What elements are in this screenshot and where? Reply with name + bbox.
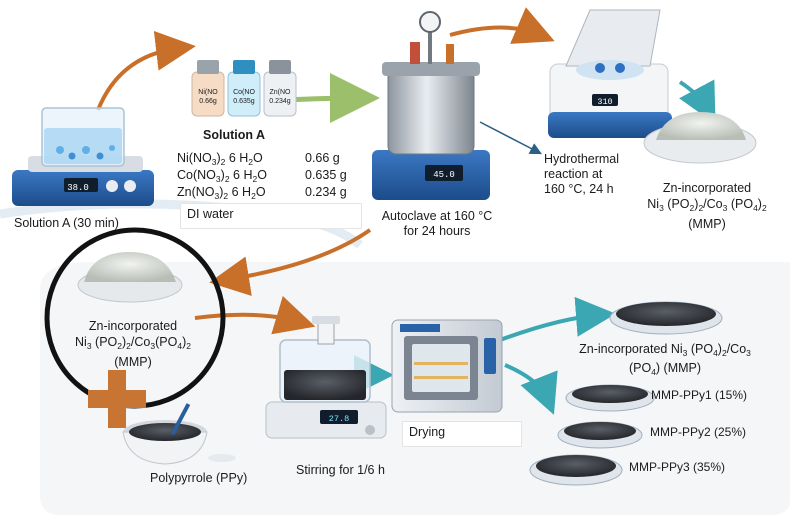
autoclave-icon — [372, 11, 490, 200]
bottom-stirrer-display-text: 27.8 — [329, 414, 349, 424]
petri-dish-icon — [565, 384, 655, 412]
top-product-label: Zn-incorporated Ni3 (PO2)2/Co3 (PO4)2 (M… — [647, 181, 767, 231]
reagent-co-mass: 0.635 g — [305, 168, 347, 182]
ppy2-label: MMP-PPy2 (25%) — [650, 425, 747, 439]
hotplate-stirrer-icon — [265, 316, 387, 439]
petri-dish-icon — [609, 301, 723, 335]
arrow-autoclave-to-hydro — [479, 121, 542, 155]
ppy-label: Polypyrrole (PPy) — [150, 471, 248, 485]
arrow-stirrer-to-bottles — [96, 30, 196, 111]
plus-cross-icon — [88, 370, 146, 428]
arrow-centrifuge-to-product — [678, 79, 716, 125]
stirrer-display-text: 38.0 — [67, 183, 89, 193]
arrow-oven-to-final — [499, 296, 616, 342]
centrifuge-display-text: 310 — [597, 97, 612, 107]
powder-dish-icon — [77, 252, 183, 303]
petri-dish-icon — [557, 421, 643, 449]
reagent-ni-mass: 0.66 g — [305, 151, 340, 165]
final-product-label: Zn-incorporated Ni3 (PO4)2/Co3 (PO4) (MM… — [579, 342, 751, 377]
step1-label: Solution A (30 min) — [14, 216, 119, 230]
ppy3-label: MMP-PPy3 (35%) — [629, 460, 726, 474]
hotplate-stirrer-icon — [12, 107, 154, 206]
arrow-to-bottom-section — [209, 228, 372, 297]
reagent-zn: Zn(NO3)2 6 H2O — [177, 185, 266, 201]
reagent-co: Co(NO3)2 6 H2O — [177, 168, 267, 184]
powder-dish-icon — [643, 112, 757, 164]
arrow-bottom-mmp-to-stirrer — [194, 295, 316, 335]
drying-label: Drying — [402, 421, 522, 447]
ppy1-label: MMP-PPy1 (15%) — [651, 388, 748, 402]
arrow-autoclave-to-centrifuge — [449, 7, 555, 44]
ppy-bowl-icon — [122, 403, 236, 465]
autoclave-display-text: 45.0 — [433, 170, 455, 180]
stirring-label: Stirring for 1/6 h — [296, 463, 385, 477]
reagent-zn-mass: 0.234 g — [305, 185, 347, 199]
reagent-ni: Ni(NO3)2 6 H2O — [177, 151, 263, 167]
drying-oven-icon — [391, 319, 503, 413]
petri-dish-icon — [529, 454, 623, 486]
arrow-oven-to-ppy — [504, 363, 558, 415]
bottom-mmp-label: Zn-incorporated Ni3 (PO2)2/Co3(PO4)2 (MM… — [75, 319, 191, 369]
powder-heap — [84, 252, 176, 282]
di-water-label: DI water — [180, 203, 362, 229]
solution-a-title: Solution A — [203, 128, 266, 142]
centrifuge-icon — [548, 9, 672, 138]
reagent-bottles-icon — [191, 60, 297, 117]
